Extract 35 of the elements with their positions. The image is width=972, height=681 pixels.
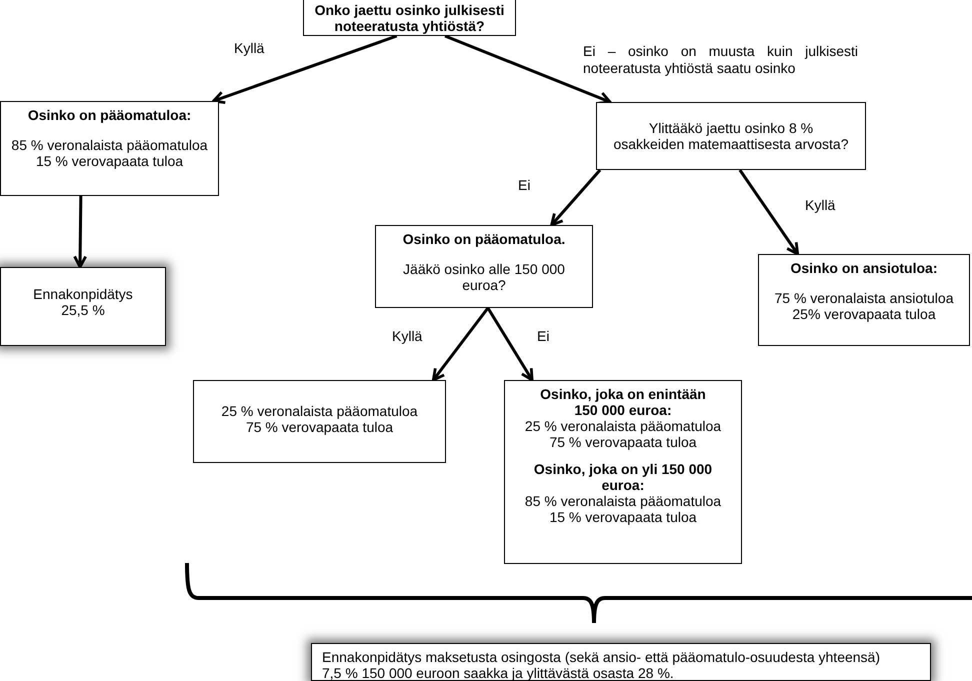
text-box bbox=[504, 380, 742, 564]
box-text: Ylittääkö jaettu osinko 8 % osakkeiden matemaattisesta arvosta? bbox=[612, 120, 850, 152]
box-heading: Osinko, joka on yli 150 000 euroa: bbox=[532, 461, 714, 493]
box-text: Ennakonpidätys 25,5 % bbox=[32, 286, 134, 318]
arrow bbox=[73, 196, 88, 268]
text-box bbox=[0, 101, 219, 196]
box-heading: Osinko on pääomatuloa. bbox=[402, 231, 566, 247]
arrow bbox=[212, 34, 398, 104]
arrow bbox=[738, 169, 800, 256]
text-box bbox=[193, 380, 446, 463]
edge-label: Kyllä bbox=[392, 328, 422, 345]
box-text: 25 % veronalaista pääomatuloa 75 % verovapaata tuloa bbox=[220, 403, 419, 435]
arrow bbox=[486, 307, 534, 382]
text-box bbox=[303, 0, 516, 36]
box-text: 85 % veronalaista pääomatuloa 15 % verovapaata tuloa bbox=[10, 137, 209, 169]
box-heading: Osinko, joka on enintään 150 000 euroa: bbox=[539, 386, 707, 418]
box-heading: Onko jaettu osinko julkisesti noteeratusta yhtiöstä? bbox=[314, 2, 506, 34]
text-box bbox=[596, 102, 866, 170]
edge-label: Ei – osinko on muusta kuin julkisesti noteeratusta yhtiöstä saatu osinko bbox=[583, 43, 858, 77]
box-text: Jääkö osinko alle 150 000 euroa? bbox=[402, 261, 566, 293]
box-heading: Osinko on pääomatuloa: bbox=[26, 107, 192, 123]
text-box bbox=[375, 225, 593, 308]
arrow bbox=[432, 307, 490, 382]
box-text: 75 % veronalaista ansiotuloa 25% verovapaata tuloa bbox=[773, 290, 954, 322]
text-box bbox=[311, 643, 931, 681]
arrow bbox=[550, 169, 602, 226]
edge-label: Kyllä bbox=[234, 40, 264, 57]
box-text: 85 % veronalaista pääomatuloa 15 % verovapaata tuloa bbox=[524, 493, 722, 525]
box-heading: Osinko on ansiotuloa: bbox=[789, 260, 938, 276]
text-box bbox=[758, 254, 970, 346]
arrow bbox=[444, 34, 612, 105]
box-text: 25 % veronalaista pääomatuloa 75 % verovapaata tuloa bbox=[524, 418, 722, 450]
text-box bbox=[0, 267, 166, 346]
edge-label: Kyllä bbox=[805, 197, 836, 214]
box-text: Ennakonpidätys maksetusta osingosta (sekä ansio- että pääomatulo-osuudesta yhteensä) 7,5 % 150 000 euroon saakka ja ylittävästä osasta 28 %. bbox=[322, 649, 882, 681]
